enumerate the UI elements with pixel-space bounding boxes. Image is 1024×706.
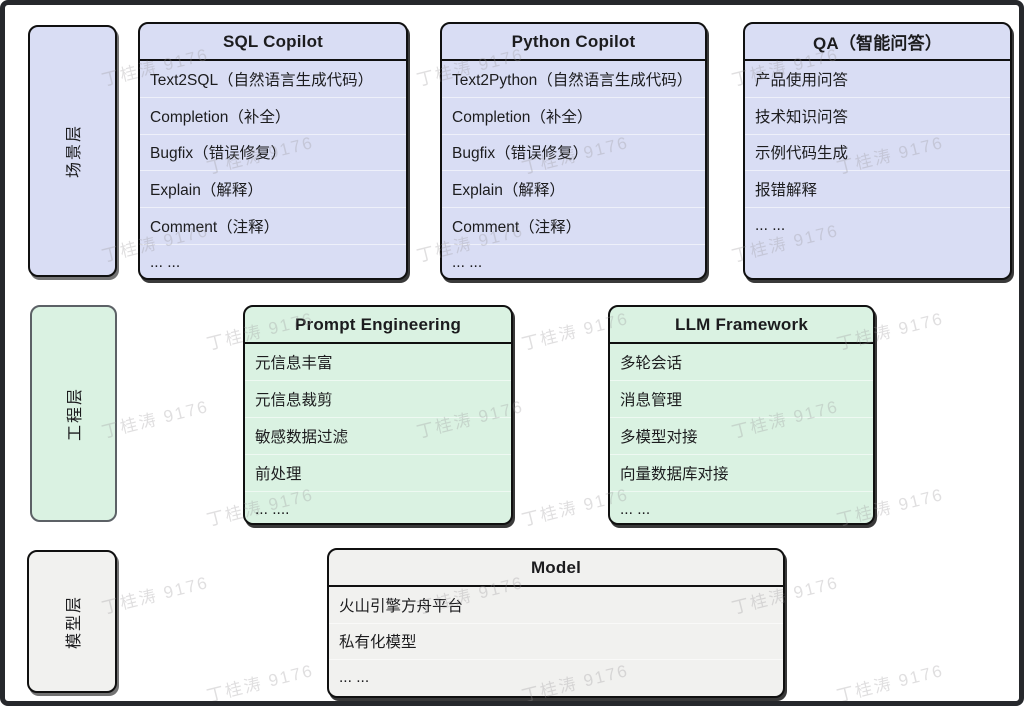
list-item: 向量数据库对接 — [610, 454, 873, 491]
list-item: 多轮会话 — [620, 355, 683, 372]
list-item: 私有化模型 — [329, 622, 783, 660]
watermark-text: 丁桂涛 9176 — [0, 656, 1, 706]
box-title: LLM Framework — [610, 307, 873, 344]
box-title: QA（智能问答） — [745, 24, 1010, 61]
watermark-text: 丁桂涛 9176 — [0, 480, 1, 531]
layer-label-text: 场景层 — [66, 123, 84, 179]
qa-box: QA（智能问答） 产品使用问答 技术知识问答 示例代码生成 报错解释 ... .… — [743, 22, 1012, 280]
layer-label-model: 模型层 — [27, 550, 117, 693]
list-item: Completion（补全） — [140, 96, 406, 134]
list-item: 敏感数据过滤 — [245, 417, 511, 454]
layer-label-text: 工程层 — [67, 386, 85, 441]
list-item: Explain（解释） — [442, 170, 705, 207]
box-body: 多轮会话 消息管理 多模型对接 向量数据库对接 ... ... — [610, 344, 873, 523]
box-body: 产品使用问答 技术知识问答 示例代码生成 报错解释 ... ... — [745, 61, 1010, 278]
list-item: 报错解释 — [745, 170, 1010, 207]
list-item: Completion（补全） — [442, 96, 705, 134]
list-item: ... ... — [745, 207, 1010, 244]
list-item: 多模型对接 — [610, 417, 873, 454]
list-item: ... ... — [610, 491, 873, 523]
watermark-text: 丁桂涛 9176 — [204, 660, 316, 706]
list-item: ... ... — [329, 659, 783, 696]
sql-copilot-box: SQL Copilot Text2SQL（自然语言生成代码） Completio… — [138, 22, 408, 280]
list-item: 火山引擎方舟平台 — [339, 597, 464, 615]
box-title: Prompt Engineering — [245, 307, 511, 344]
list-item: Bugfix（错误修复） — [140, 133, 406, 171]
list-item: 元信息裁剪 — [245, 380, 511, 417]
layer-label-engineering: 工程层 — [30, 305, 117, 522]
layer-label-text: 模型层 — [65, 594, 83, 649]
watermark-text: 丁桂涛 9176 — [0, 128, 1, 179]
box-body: Text2Python（自然语言生成代码） Completion（补全） Bug… — [442, 61, 705, 278]
prompt-engineering-box: Prompt Engineering 元信息丰富 元信息裁剪 敏感数据过滤 前处… — [243, 305, 513, 525]
box-title: Model — [329, 550, 783, 587]
python-copilot-box: Python Copilot Text2Python（自然语言生成代码） Com… — [440, 22, 707, 280]
list-item: 元信息丰富 — [255, 355, 333, 372]
box-body: Text2SQL（自然语言生成代码） Completion（补全） Bugfix… — [140, 61, 406, 278]
box-body: 火山引擎方舟平台 私有化模型 ... ... — [329, 587, 783, 696]
list-item: Explain（解释） — [140, 170, 406, 207]
list-item: 技术知识问答 — [745, 96, 1010, 134]
list-item: Bugfix（错误修复） — [442, 133, 705, 171]
list-item: ... ... — [140, 243, 406, 278]
box-title: SQL Copilot — [140, 24, 406, 61]
list-item: ... ... — [442, 243, 705, 278]
list-item: 前处理 — [245, 454, 511, 491]
model-box: Model 火山引擎方舟平台 私有化模型 ... ... — [327, 548, 785, 698]
list-item: Comment（注释） — [442, 207, 705, 244]
list-item: Text2Python（自然语言生成代码） — [452, 71, 693, 89]
list-item: 产品使用问答 — [755, 71, 849, 89]
list-item: ... .... — [245, 491, 511, 523]
list-item: 消息管理 — [610, 380, 873, 417]
layer-label-scenario: 场景层 — [28, 25, 117, 277]
watermark-text: 丁桂涛 9176 — [834, 660, 946, 706]
list-item: 示例代码生成 — [745, 133, 1010, 171]
list-item: Comment（注释） — [140, 207, 406, 244]
llm-framework-box: LLM Framework 多轮会话 消息管理 多模型对接 向量数据库对接 ..… — [608, 305, 875, 525]
box-title: Python Copilot — [442, 24, 705, 61]
list-item: Text2SQL（自然语言生成代码） — [150, 71, 374, 89]
watermark-text: 丁桂涛 9176 — [0, 304, 1, 355]
box-body: 元信息丰富 元信息裁剪 敏感数据过滤 前处理 ... .... — [245, 344, 511, 523]
